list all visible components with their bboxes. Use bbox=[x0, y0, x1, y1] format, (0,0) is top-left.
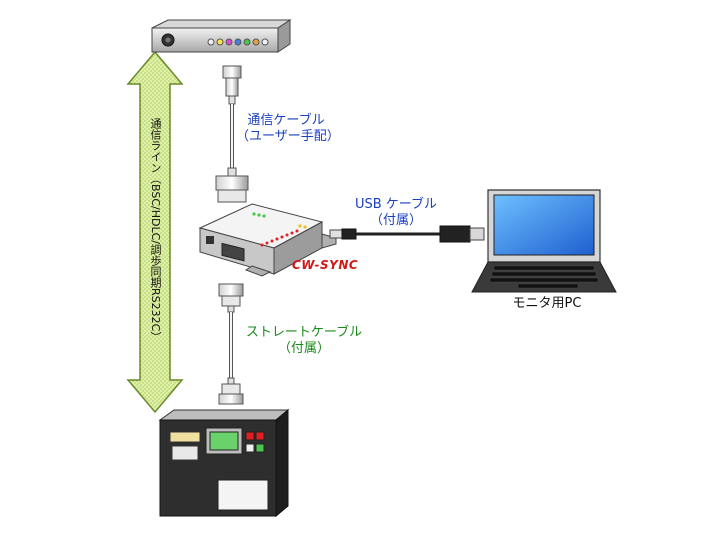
usb-cable bbox=[329, 225, 485, 243]
modem-device-icon bbox=[151, 19, 292, 53]
usb-cable-label-line2: （付属） bbox=[369, 213, 422, 228]
monitor-pc-label: モニタ用PC bbox=[512, 296, 582, 311]
comm-line-arrow bbox=[126, 50, 184, 414]
comm-cable-label-line2: （ユーザー手配） bbox=[236, 129, 340, 144]
laptop-icon bbox=[471, 189, 617, 293]
straight-cable-label-line1: ストレートケーブル bbox=[245, 325, 363, 340]
straight-cable-connector-top bbox=[218, 283, 244, 313]
straight-cable-label-line2: （付属） bbox=[277, 341, 330, 356]
usb-cable-label: USB ケーブル （付属） bbox=[346, 197, 446, 229]
comm-line-vertical-label: 通信ライン（BSC/HDLC/調歩同期RS232C） bbox=[149, 117, 162, 343]
host-terminal-icon bbox=[158, 408, 290, 518]
brand-label: CW-SYNC bbox=[292, 258, 359, 272]
serial-connector-top bbox=[222, 65, 242, 105]
straight-cable-label: ストレートケーブル （付属） bbox=[238, 325, 370, 357]
comm-cable-label: 通信ケーブル （ユーザー手配） bbox=[236, 113, 340, 145]
db25-connector bbox=[215, 167, 249, 203]
straight-cable-connector-bottom bbox=[218, 377, 244, 405]
comm-cable-label-line1: 通信ケーブル bbox=[247, 113, 325, 128]
usb-cable-label-line1: USB ケーブル bbox=[354, 197, 438, 212]
